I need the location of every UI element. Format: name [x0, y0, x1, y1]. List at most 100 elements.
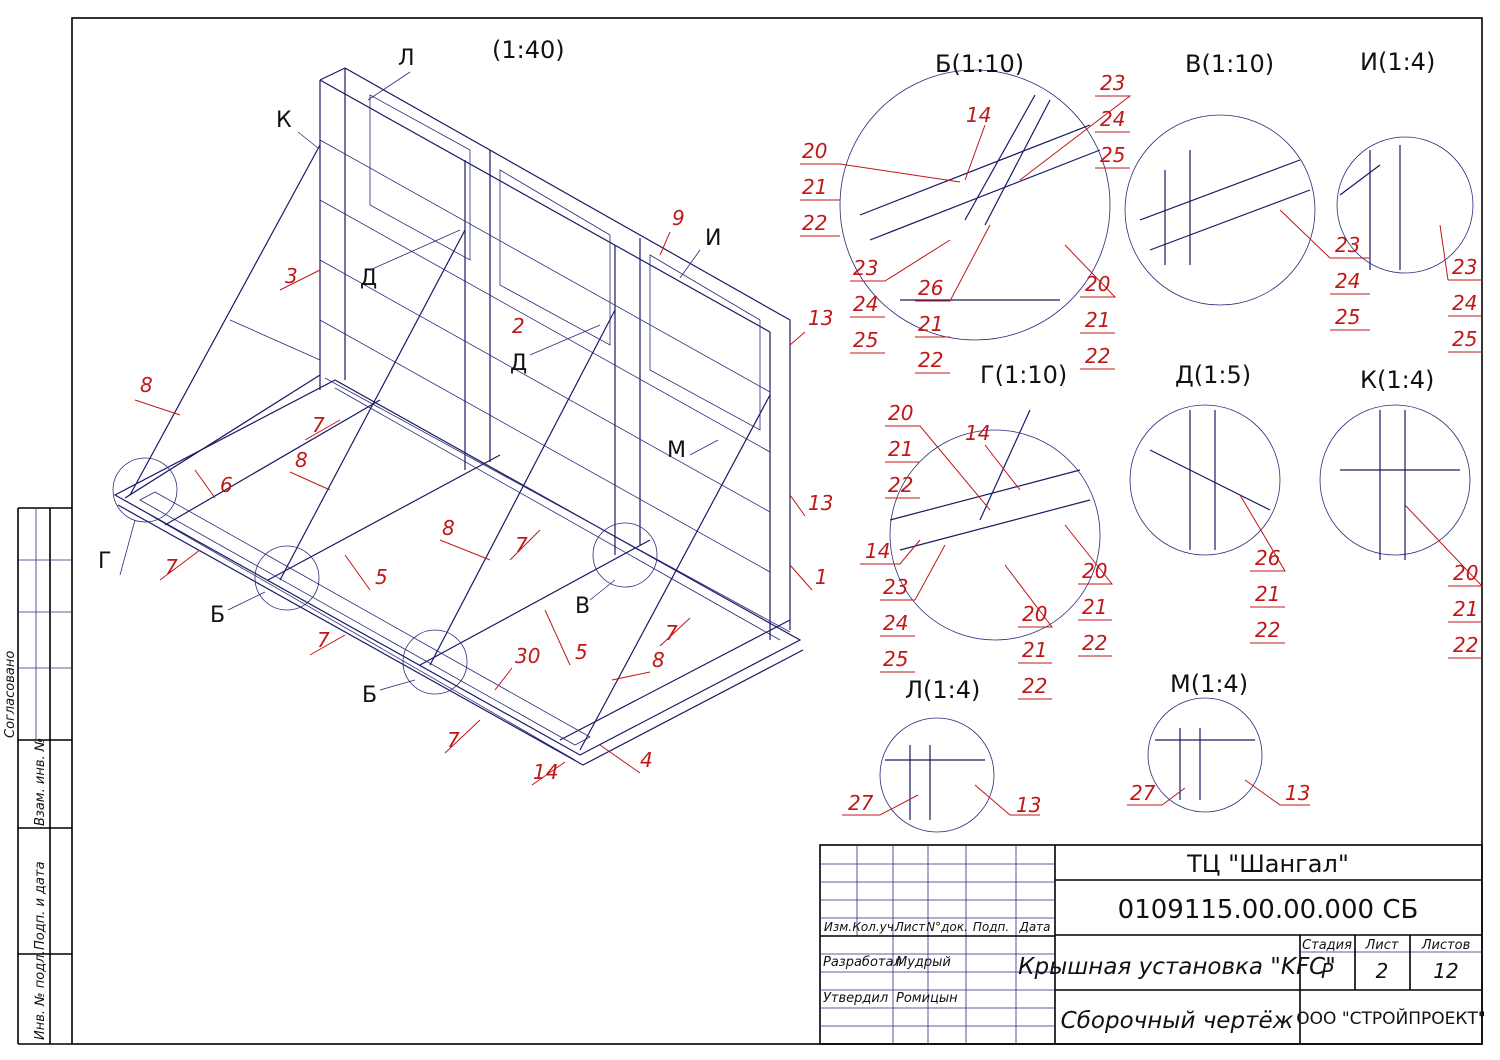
main-part-numbers: 3 8 7 8 6 7 5 7 8 7 5 7 8 30 7 14 4 2 9 …: [134, 206, 833, 786]
drawing-code: 0109115.00.00.000 СБ: [1118, 895, 1419, 925]
side-stamp: Согласовано Взам. инв. № Подп. и дата Ин…: [3, 507, 72, 1045]
part-label: 24: [1452, 291, 1477, 315]
part-label: 21: [1082, 595, 1107, 619]
detail-V-parts: 23 24 25: [1279, 209, 1370, 331]
part-4: 4: [640, 748, 653, 772]
part-label: 27: [1130, 781, 1156, 805]
part-6: 6: [220, 473, 233, 497]
sheet-value: 2: [1376, 959, 1389, 983]
detail-L-parts: 27 13: [842, 784, 1041, 817]
part-label: 22: [1022, 674, 1047, 698]
approved-label: Утвердил: [823, 991, 888, 1006]
doc-type: Сборочный чертёж: [1061, 1008, 1294, 1034]
part-5b: 5: [575, 640, 588, 664]
detail-M-parts: 27 13: [1127, 779, 1310, 806]
part-label: 22: [888, 473, 913, 497]
part-label: 22: [918, 348, 943, 372]
stage-value: Р: [1321, 959, 1334, 983]
part-8d: 8: [652, 648, 665, 672]
stage-header: Стадия: [1302, 938, 1352, 953]
letter-G: Г: [98, 549, 111, 574]
part-label: 25: [883, 647, 908, 671]
part-label: 22: [1082, 631, 1107, 655]
part-label: 22: [1255, 618, 1280, 642]
part-label: 25: [1452, 327, 1477, 351]
detail-title-G: Г(1:10): [980, 361, 1067, 389]
part-30: 30: [515, 644, 540, 668]
part-label: 20: [1085, 272, 1110, 296]
part-label: 20: [888, 401, 913, 425]
part-label: 13: [1285, 781, 1310, 805]
part-13a: 13: [808, 306, 833, 330]
sheets-header: Листов: [1421, 938, 1471, 953]
part-label: 14: [965, 421, 990, 445]
detail-D-parts: 26 21 22: [1239, 494, 1286, 644]
part-label: 25: [853, 328, 878, 352]
detail-K-parts: 20 21 22: [1404, 504, 1484, 659]
part-7c: 7: [317, 628, 330, 652]
part-5a: 5: [375, 565, 388, 589]
part-label: 20: [1022, 602, 1047, 626]
part-label: 24: [853, 292, 878, 316]
part-label: 25: [1335, 305, 1360, 329]
part-label: 26: [1255, 546, 1280, 570]
col-header: Лист: [894, 920, 926, 934]
part-13b: 13: [808, 491, 833, 515]
part-label: 14: [865, 539, 890, 563]
part-label: 24: [883, 611, 908, 635]
main-isometric-view: [112, 67, 804, 766]
part-label: 20: [802, 139, 827, 163]
part-label: 21: [1022, 638, 1047, 662]
sheet-header: Лист: [1365, 938, 1399, 953]
letter-B2: Б: [362, 683, 377, 708]
part-3: 3: [285, 264, 298, 288]
part-7f: 7: [447, 728, 460, 752]
part-label: 21: [1453, 597, 1478, 621]
part-8a: 8: [140, 373, 153, 397]
part-label: 20: [1453, 561, 1478, 585]
part-label: 22: [802, 211, 827, 235]
part-label: 14: [966, 103, 991, 127]
part-label: 24: [1335, 269, 1360, 293]
sign-date-label: Подп. и дата: [33, 861, 48, 950]
detail-B-parts: 20 21 22 23 24 25 14 23 24 25 26 21 22 2…: [800, 71, 1132, 374]
part-2: 2: [512, 314, 525, 338]
part-label: 22: [1085, 344, 1110, 368]
detail-title-I: И(1:4): [1360, 48, 1435, 76]
part-label: 23: [1100, 71, 1125, 95]
letter-L: Л: [398, 46, 415, 71]
letter-I: И: [705, 226, 721, 251]
detail-title-D: Д(1:5): [1175, 361, 1251, 389]
part-label: 21: [888, 437, 913, 461]
part-label: 23: [883, 575, 908, 599]
col-header: Подп.: [973, 920, 1009, 934]
part-label: 21: [1255, 582, 1280, 606]
part-label: 24: [1100, 107, 1125, 131]
detail-title-B: Б(1:10): [935, 50, 1024, 78]
approved-name: Ромицын: [896, 991, 958, 1006]
detail-G-parts: 20 21 22 14 14 23 24 25 20 21 22 20 21 2…: [860, 401, 1114, 700]
developed-label: Разработал: [823, 955, 902, 970]
sheets-value: 12: [1433, 959, 1458, 983]
part-7a: 7: [312, 413, 325, 437]
part-7d: 7: [515, 533, 528, 557]
letter-D1: Д: [360, 266, 377, 291]
col-header: N°док.: [926, 920, 968, 934]
agreed-label: Согласовано: [3, 651, 18, 738]
detail-title-K: К(1:4): [1360, 366, 1434, 394]
part-label: 23: [853, 256, 878, 280]
part-label: 27: [848, 791, 874, 815]
part-label: 21: [918, 312, 943, 336]
col-header: Дата: [1018, 920, 1050, 934]
letter-M: М: [667, 438, 686, 463]
part-label: 13: [1016, 793, 1041, 817]
detail-title-L: Л(1:4): [905, 676, 980, 704]
col-header: Изм.: [824, 920, 852, 934]
product-name: Крышная установка "KFC": [1018, 954, 1336, 980]
detail-title-V: В(1:10): [1185, 50, 1274, 78]
part-label: 22: [1453, 633, 1478, 657]
col-header: Кол.уч.: [852, 920, 897, 934]
part-label: 21: [802, 175, 827, 199]
part-9: 9: [672, 206, 685, 230]
